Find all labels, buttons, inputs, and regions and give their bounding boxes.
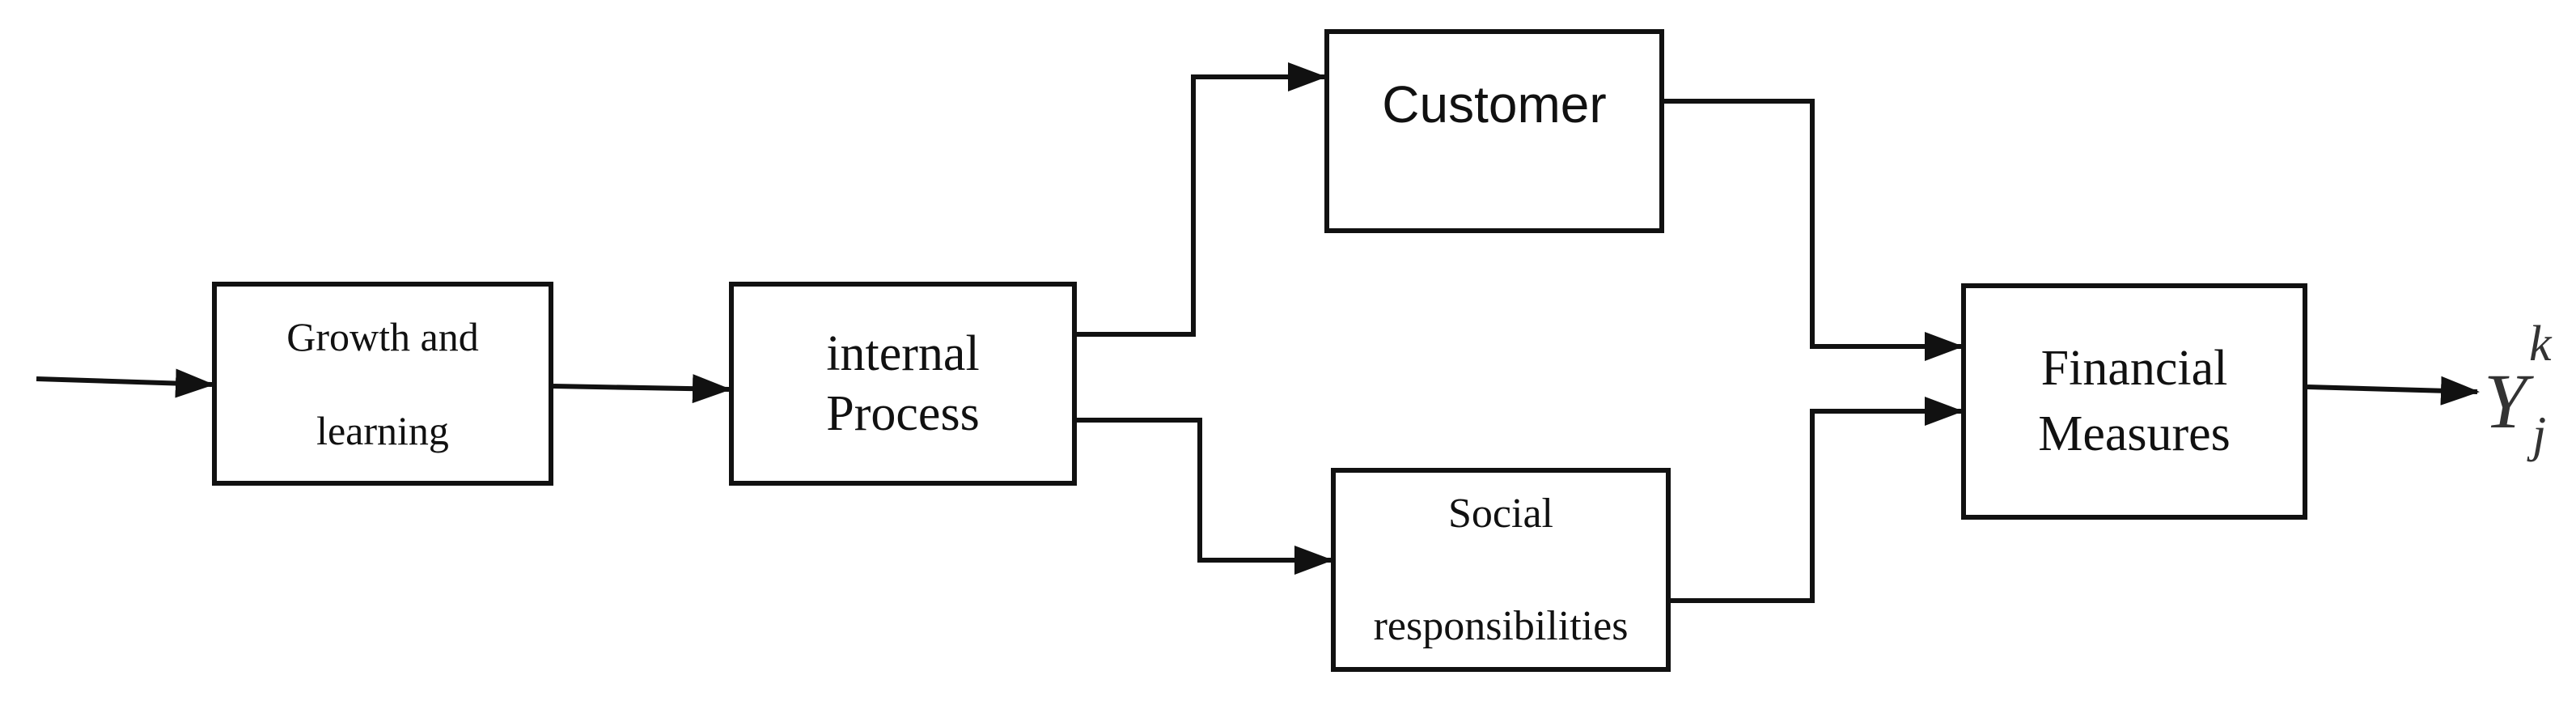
edge-financial-to-output [2307, 376, 2480, 406]
growth-label-line-2: learning [316, 408, 449, 453]
edge-internal-to-social [1077, 418, 1333, 575]
social-label-line-1: Social [1448, 491, 1553, 537]
edge-growth-to-internal [553, 374, 731, 404]
financial-label-line-2: Measures [2038, 406, 2231, 461]
growth-and-learning-box: Growth and learning [212, 282, 553, 486]
financial-measures-box: Financial Measures [1961, 283, 2307, 520]
internal-process-box: internal Process [729, 282, 1077, 486]
edge-input-to-growth [36, 368, 214, 398]
output-symbol-base: Y [2484, 358, 2527, 444]
edge-customer-to-financial [1664, 99, 1964, 361]
internal-label-line-1: internal [826, 325, 980, 381]
edge-internal-to-customer [1077, 62, 1327, 337]
output-symbol: Y k j [2484, 319, 2552, 460]
internal-label-line-2: Process [826, 386, 980, 441]
social-label-line-2: responsibilities [1373, 603, 1629, 649]
output-subscript: j [2532, 407, 2547, 462]
social-responsibilities-box: Social responsibilities [1331, 468, 1671, 672]
output-superscript: k [2529, 317, 2552, 372]
customer-box: Customer [1324, 29, 1664, 233]
customer-label: Customer [1382, 75, 1607, 134]
edge-social-to-financial [1671, 397, 1964, 603]
financial-label-line-1: Financial [2040, 341, 2228, 397]
growth-label-line-1: Growth and [286, 314, 479, 359]
